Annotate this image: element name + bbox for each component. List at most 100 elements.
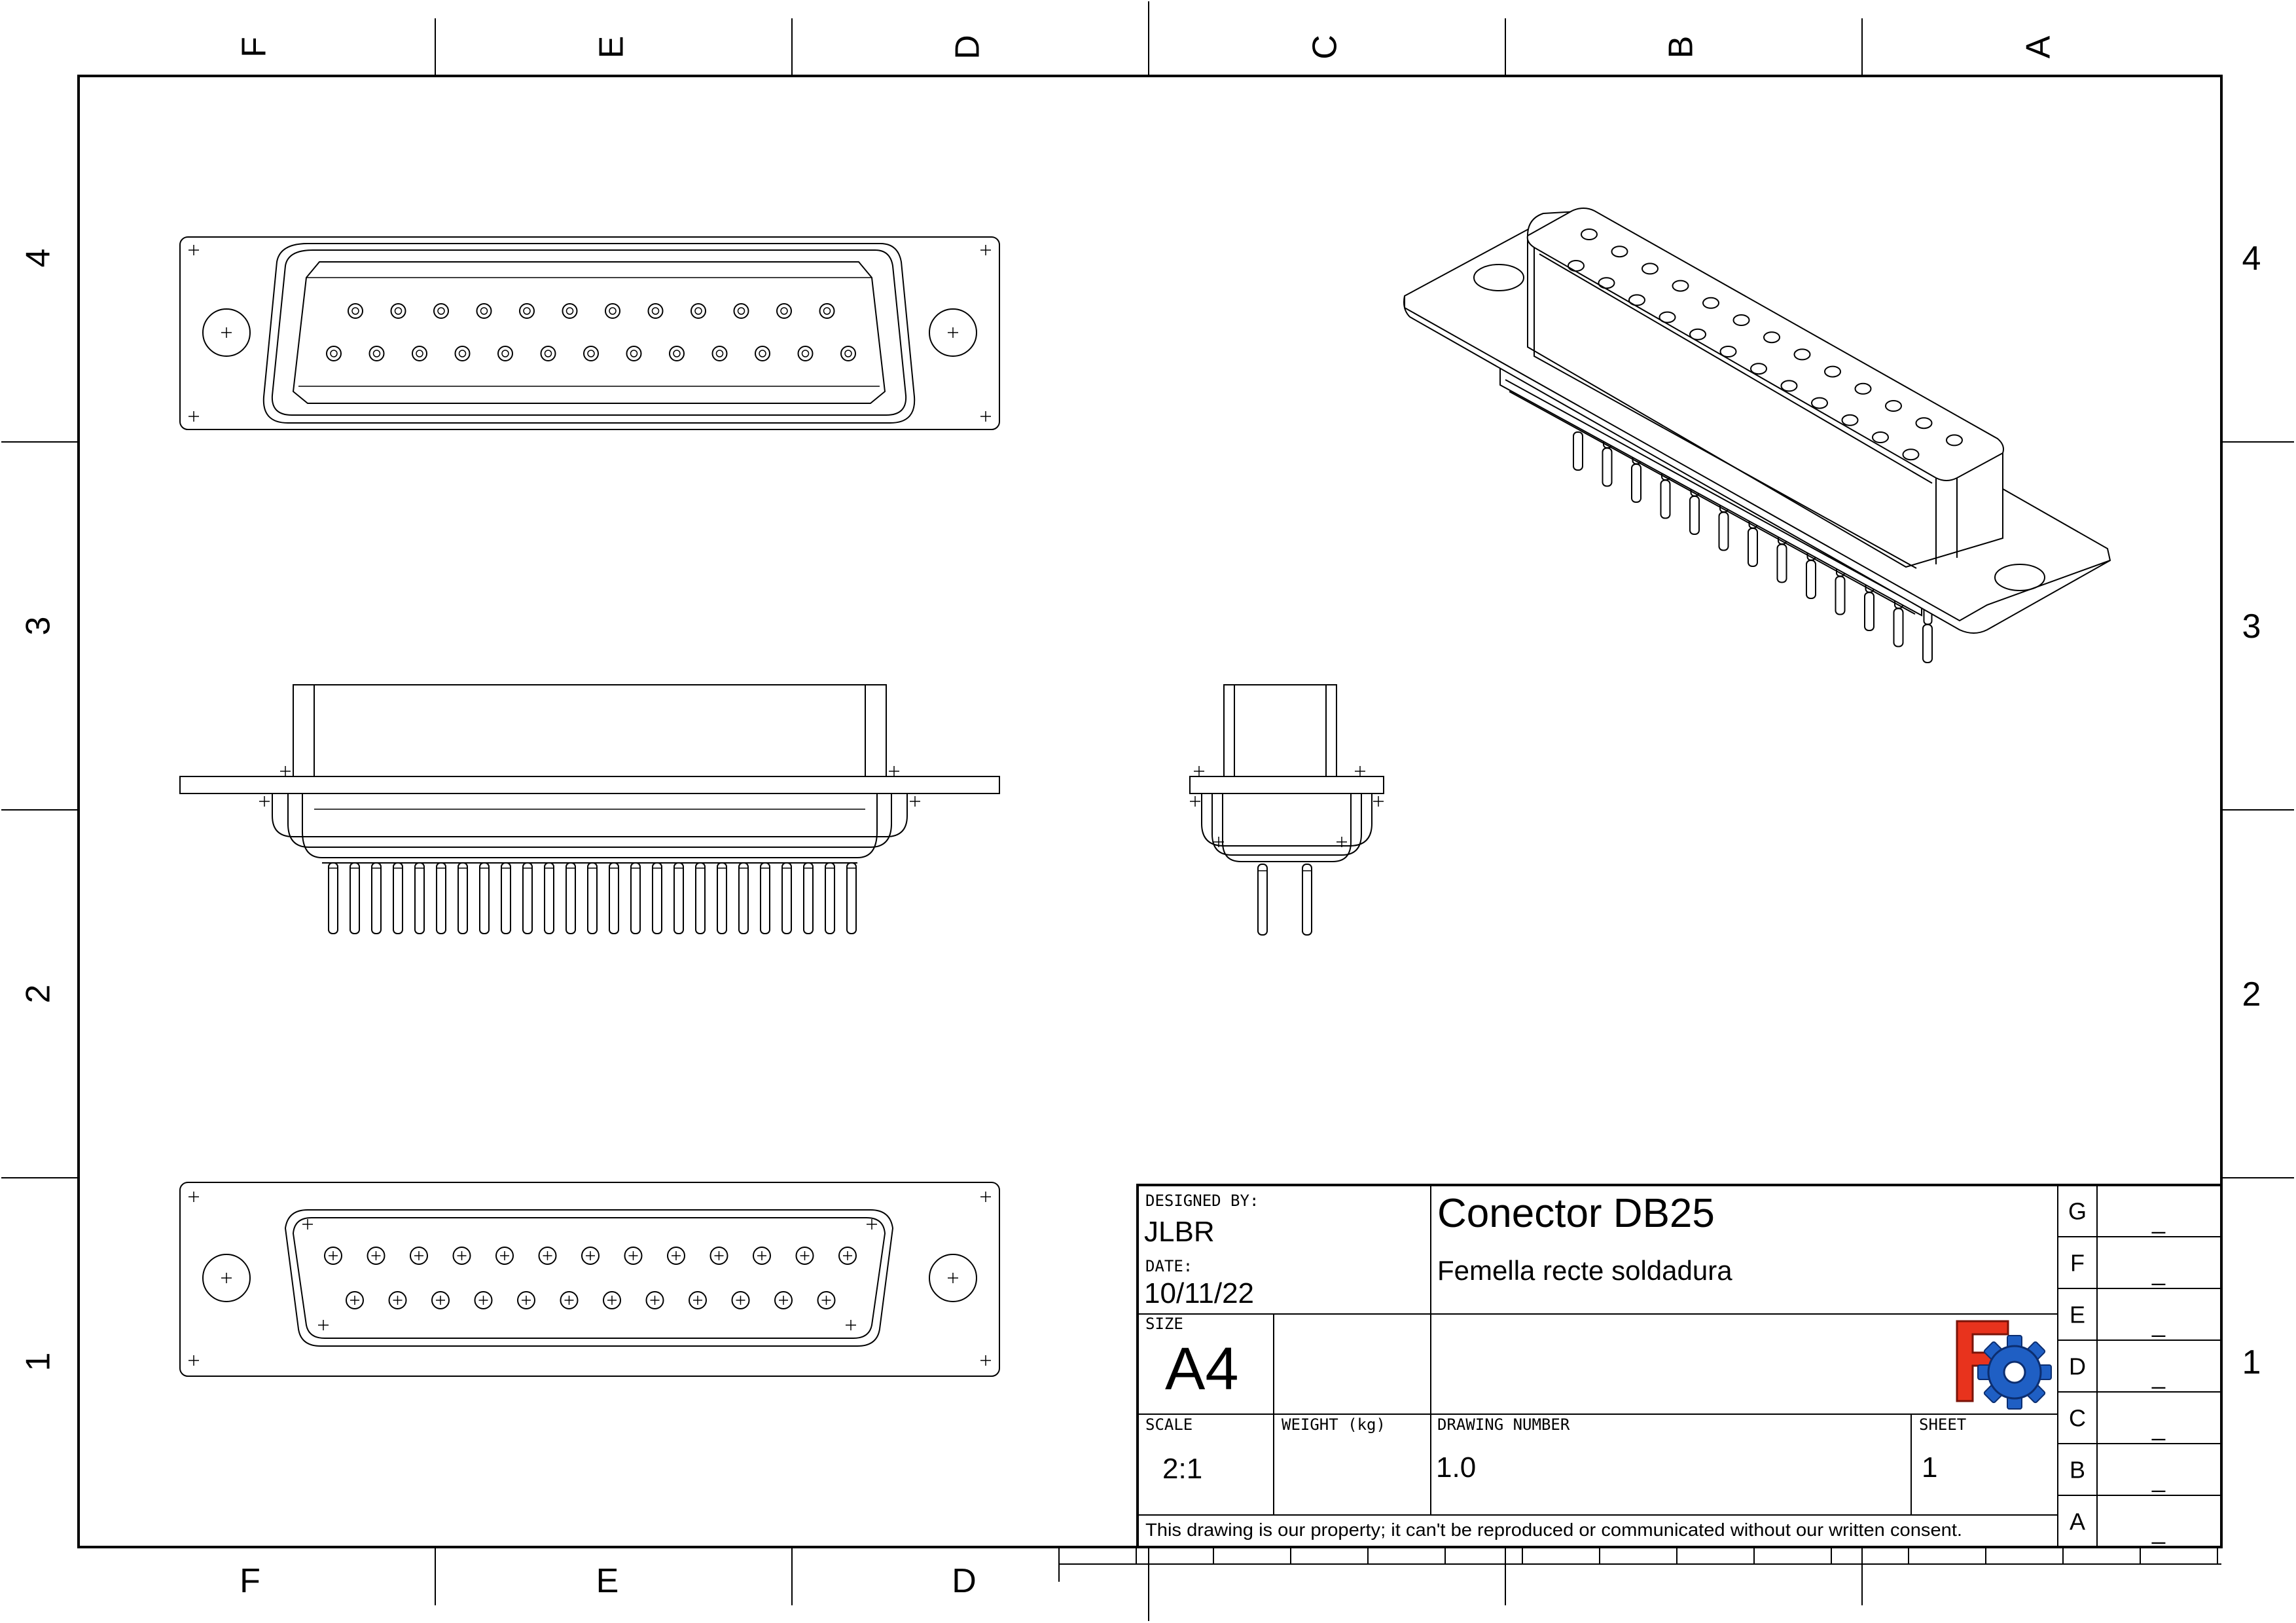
pin-tail bbox=[1660, 479, 1671, 519]
zone-row-label: 3 bbox=[2242, 608, 2261, 646]
centre-mark bbox=[586, 1251, 595, 1260]
pin-socket bbox=[1719, 346, 1737, 357]
pin-socket-inner bbox=[480, 307, 488, 315]
pin-socket bbox=[709, 1247, 728, 1265]
centre-mark bbox=[393, 1296, 403, 1305]
centre-mark bbox=[736, 1296, 745, 1305]
freecad-logo-icon bbox=[1956, 1320, 2052, 1410]
pin-tail bbox=[1748, 528, 1758, 567]
pin-socket bbox=[1885, 400, 1902, 412]
pin-socket bbox=[1611, 246, 1628, 258]
centre-mark bbox=[948, 1273, 958, 1283]
designed-by-value: JLBR bbox=[1144, 1216, 1215, 1248]
pin-socket bbox=[1780, 380, 1798, 392]
zone-col-label: F bbox=[240, 1562, 260, 1600]
pin-tail bbox=[1835, 575, 1846, 615]
pin-socket bbox=[605, 303, 620, 319]
pin-socket bbox=[1581, 228, 1598, 240]
pin-tail bbox=[1302, 864, 1312, 936]
weight-label: WEIGHT (kg) bbox=[1282, 1415, 1386, 1434]
pin-socket bbox=[1841, 414, 1859, 426]
pin-socket-inner bbox=[458, 350, 467, 357]
pin-socket bbox=[560, 1291, 579, 1309]
centre-mark bbox=[910, 796, 920, 807]
centre-mark bbox=[948, 327, 958, 338]
pin-socket bbox=[497, 346, 513, 361]
centre-mark bbox=[980, 1192, 991, 1202]
drawing-number-value: 1.0 bbox=[1436, 1451, 1476, 1484]
pin-tail bbox=[1257, 864, 1268, 936]
pin-socket bbox=[433, 303, 449, 319]
pin-tail bbox=[760, 862, 770, 934]
pin-socket-inner bbox=[673, 350, 681, 357]
pin-socket-inner bbox=[630, 350, 638, 357]
centre-mark bbox=[821, 1296, 831, 1305]
zone-row-label: 3 bbox=[20, 617, 58, 636]
centre-mark bbox=[889, 766, 899, 776]
pin-tail bbox=[652, 862, 662, 934]
centre-mark bbox=[980, 245, 991, 255]
size-value: A4 bbox=[1165, 1336, 1239, 1402]
pin-socket bbox=[1689, 328, 1706, 340]
pin-tail bbox=[1602, 447, 1613, 487]
revision-value: _ bbox=[2151, 1414, 2166, 1441]
centre-mark bbox=[1373, 796, 1384, 807]
pin-socket bbox=[711, 346, 728, 361]
centre-mark bbox=[457, 1251, 467, 1260]
pin-tail bbox=[1689, 496, 1700, 535]
drawing-subtitle: Femella recte soldadura bbox=[1437, 1255, 1732, 1286]
revision-value: _ bbox=[2151, 1518, 2166, 1544]
pin-socket bbox=[1872, 431, 1889, 443]
zone-row-label: 1 bbox=[20, 1353, 58, 1372]
pin-socket bbox=[603, 1291, 621, 1309]
pin-tail bbox=[350, 862, 360, 934]
pin-tail bbox=[738, 862, 749, 934]
centre-mark bbox=[672, 1251, 681, 1260]
pin-socket bbox=[346, 1291, 364, 1309]
pin-tail bbox=[781, 862, 792, 934]
centre-mark bbox=[564, 1296, 574, 1305]
revision-value: _ bbox=[2151, 1259, 2166, 1286]
revision-value: _ bbox=[2151, 1466, 2166, 1493]
pin-socket bbox=[454, 346, 471, 361]
centre-mark bbox=[628, 1251, 638, 1260]
pin-socket bbox=[795, 1247, 814, 1265]
pin-socket bbox=[562, 303, 578, 319]
pin-socket bbox=[581, 1247, 600, 1265]
centre-mark bbox=[1355, 766, 1365, 776]
pin-socket bbox=[669, 346, 685, 361]
revision-letter: C bbox=[2069, 1405, 2086, 1432]
pin-socket-inner bbox=[587, 350, 595, 357]
pin-tail bbox=[479, 862, 490, 934]
zone-labels-right: 4 3 2 1 bbox=[2242, 240, 2261, 1381]
centre-mark bbox=[1336, 837, 1347, 847]
pin-socket bbox=[540, 346, 556, 361]
pin-socket bbox=[495, 1247, 514, 1265]
centre-mark bbox=[329, 1251, 338, 1260]
pin-socket-inner bbox=[351, 307, 359, 315]
centre-mark bbox=[867, 1219, 877, 1230]
pin-socket-inner bbox=[437, 307, 445, 315]
centre-mark bbox=[221, 1273, 232, 1283]
connector-top-view bbox=[179, 236, 1000, 430]
pin-socket bbox=[410, 1247, 428, 1265]
zone-labels-top: F E D C B A bbox=[236, 35, 2058, 60]
zone-labels-left: 4 3 2 1 bbox=[20, 249, 58, 1372]
pin-socket-inner bbox=[694, 307, 702, 315]
zone-col-label: D bbox=[949, 35, 987, 60]
centre-mark bbox=[543, 1251, 552, 1260]
connector-side-view bbox=[1189, 684, 1384, 936]
pin-socket bbox=[1659, 311, 1676, 323]
pin-socket bbox=[324, 1247, 342, 1265]
pin-tail bbox=[371, 862, 382, 934]
zone-row-label: 4 bbox=[2242, 240, 2261, 278]
pin-socket bbox=[517, 1291, 535, 1309]
pin-socket bbox=[1763, 331, 1780, 344]
revision-letter: E bbox=[2070, 1302, 2085, 1328]
zone-col-label: F bbox=[236, 37, 274, 58]
pin-socket bbox=[626, 346, 642, 361]
pin-socket bbox=[476, 303, 492, 319]
pin-socket bbox=[474, 1291, 493, 1309]
pin-tail bbox=[803, 862, 814, 934]
pin-socket-inner bbox=[823, 307, 831, 315]
